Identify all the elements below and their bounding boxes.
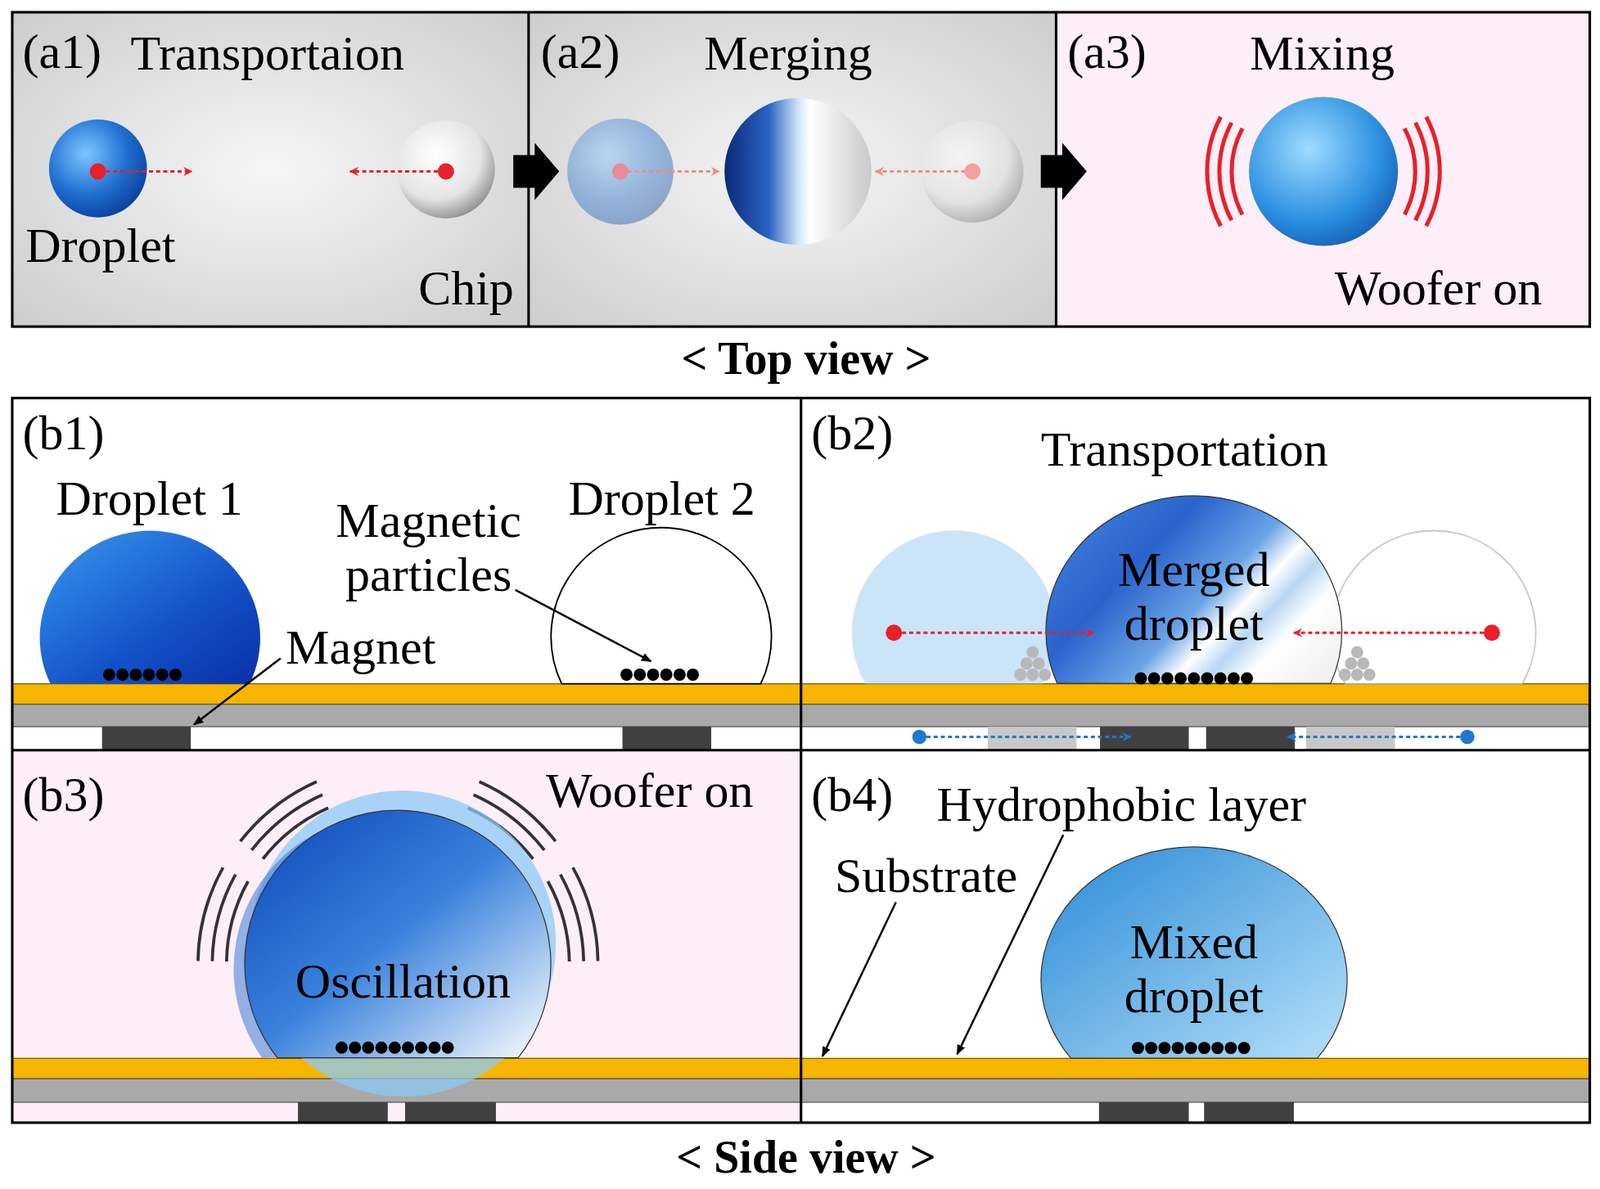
text-label: Oscillation [267, 954, 538, 1009]
text-label: Transportation [1041, 422, 1329, 477]
text-label: Mixing [1249, 26, 1395, 81]
panel: (b1) Droplet 1 Droplet 2 Magnetic particles… [12, 397, 802, 750]
text-label: Droplet 1 [56, 471, 244, 526]
panel-label: (a2) [540, 24, 621, 79]
text-label: Droplet 2 [567, 471, 755, 526]
panel-label: (a1) [22, 24, 102, 79]
panel-label: (b4) [811, 767, 893, 822]
panel: (a3) MixingWoofer on [1055, 12, 1590, 327]
text-label: Magnet [285, 620, 436, 675]
text-label: Transportaion [130, 26, 405, 81]
panel-label: (a3) [1067, 24, 1147, 79]
text-label: Chip [418, 261, 514, 316]
text-label: Woofer on [545, 763, 753, 818]
panel: (a1) TransportaionDropletChip [12, 12, 529, 327]
droplet-outline [244, 811, 551, 1059]
panel: (b4) Hydrophobic layerSubstrateMixed drop… [801, 749, 1591, 1123]
text-label: Droplet [25, 218, 176, 273]
view-heading: < Top view > [680, 333, 931, 385]
panel: (a2) Merging [528, 12, 1057, 327]
panel: (b2) TransportationMerged droplet [801, 397, 1591, 750]
text-label: Merged droplet [1091, 542, 1297, 651]
text-label: Merging [703, 26, 873, 81]
panel: (b3) Woofer on Oscillation [12, 749, 802, 1123]
droplet-shape: Mixed droplet [1041, 847, 1348, 1059]
view-heading: < Side view > [676, 1132, 936, 1184]
text-label: Mixed droplet [1091, 914, 1297, 1024]
text-label: Substrate [834, 848, 1018, 903]
panel-label: (b1) [22, 405, 104, 460]
droplet-shape: Oscillation [244, 811, 551, 1059]
text-label: Woofer on [1334, 261, 1542, 316]
panel-label: (b3) [22, 767, 104, 822]
text-label: Magnetic particles [306, 493, 552, 602]
text-label: Hydrophobic layer [937, 777, 1308, 832]
panel-label: (b2) [811, 405, 893, 460]
droplet-shape: Merged droplet [1045, 496, 1343, 684]
